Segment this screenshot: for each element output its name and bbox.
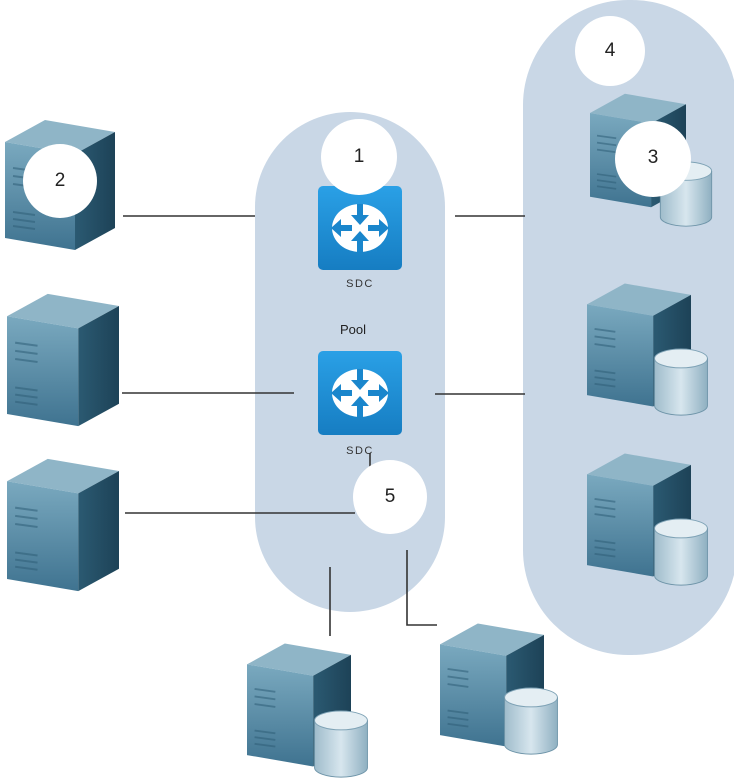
client-server-2	[5, 292, 121, 428]
storage-node-3	[586, 452, 708, 586]
callout-5-circle	[353, 460, 427, 534]
callout-2-circle	[23, 144, 97, 218]
callout-4-circle	[575, 16, 645, 86]
callout-1-circle	[321, 119, 397, 195]
router-icon	[318, 351, 402, 435]
callout-3-circle	[615, 121, 691, 197]
router-icon	[318, 186, 402, 270]
storage-node-2	[586, 282, 708, 416]
client-server-3	[5, 457, 121, 593]
link-pool-server-b	[406, 550, 437, 626]
storage-node-5	[438, 622, 558, 755]
storage-node-4	[245, 642, 368, 778]
